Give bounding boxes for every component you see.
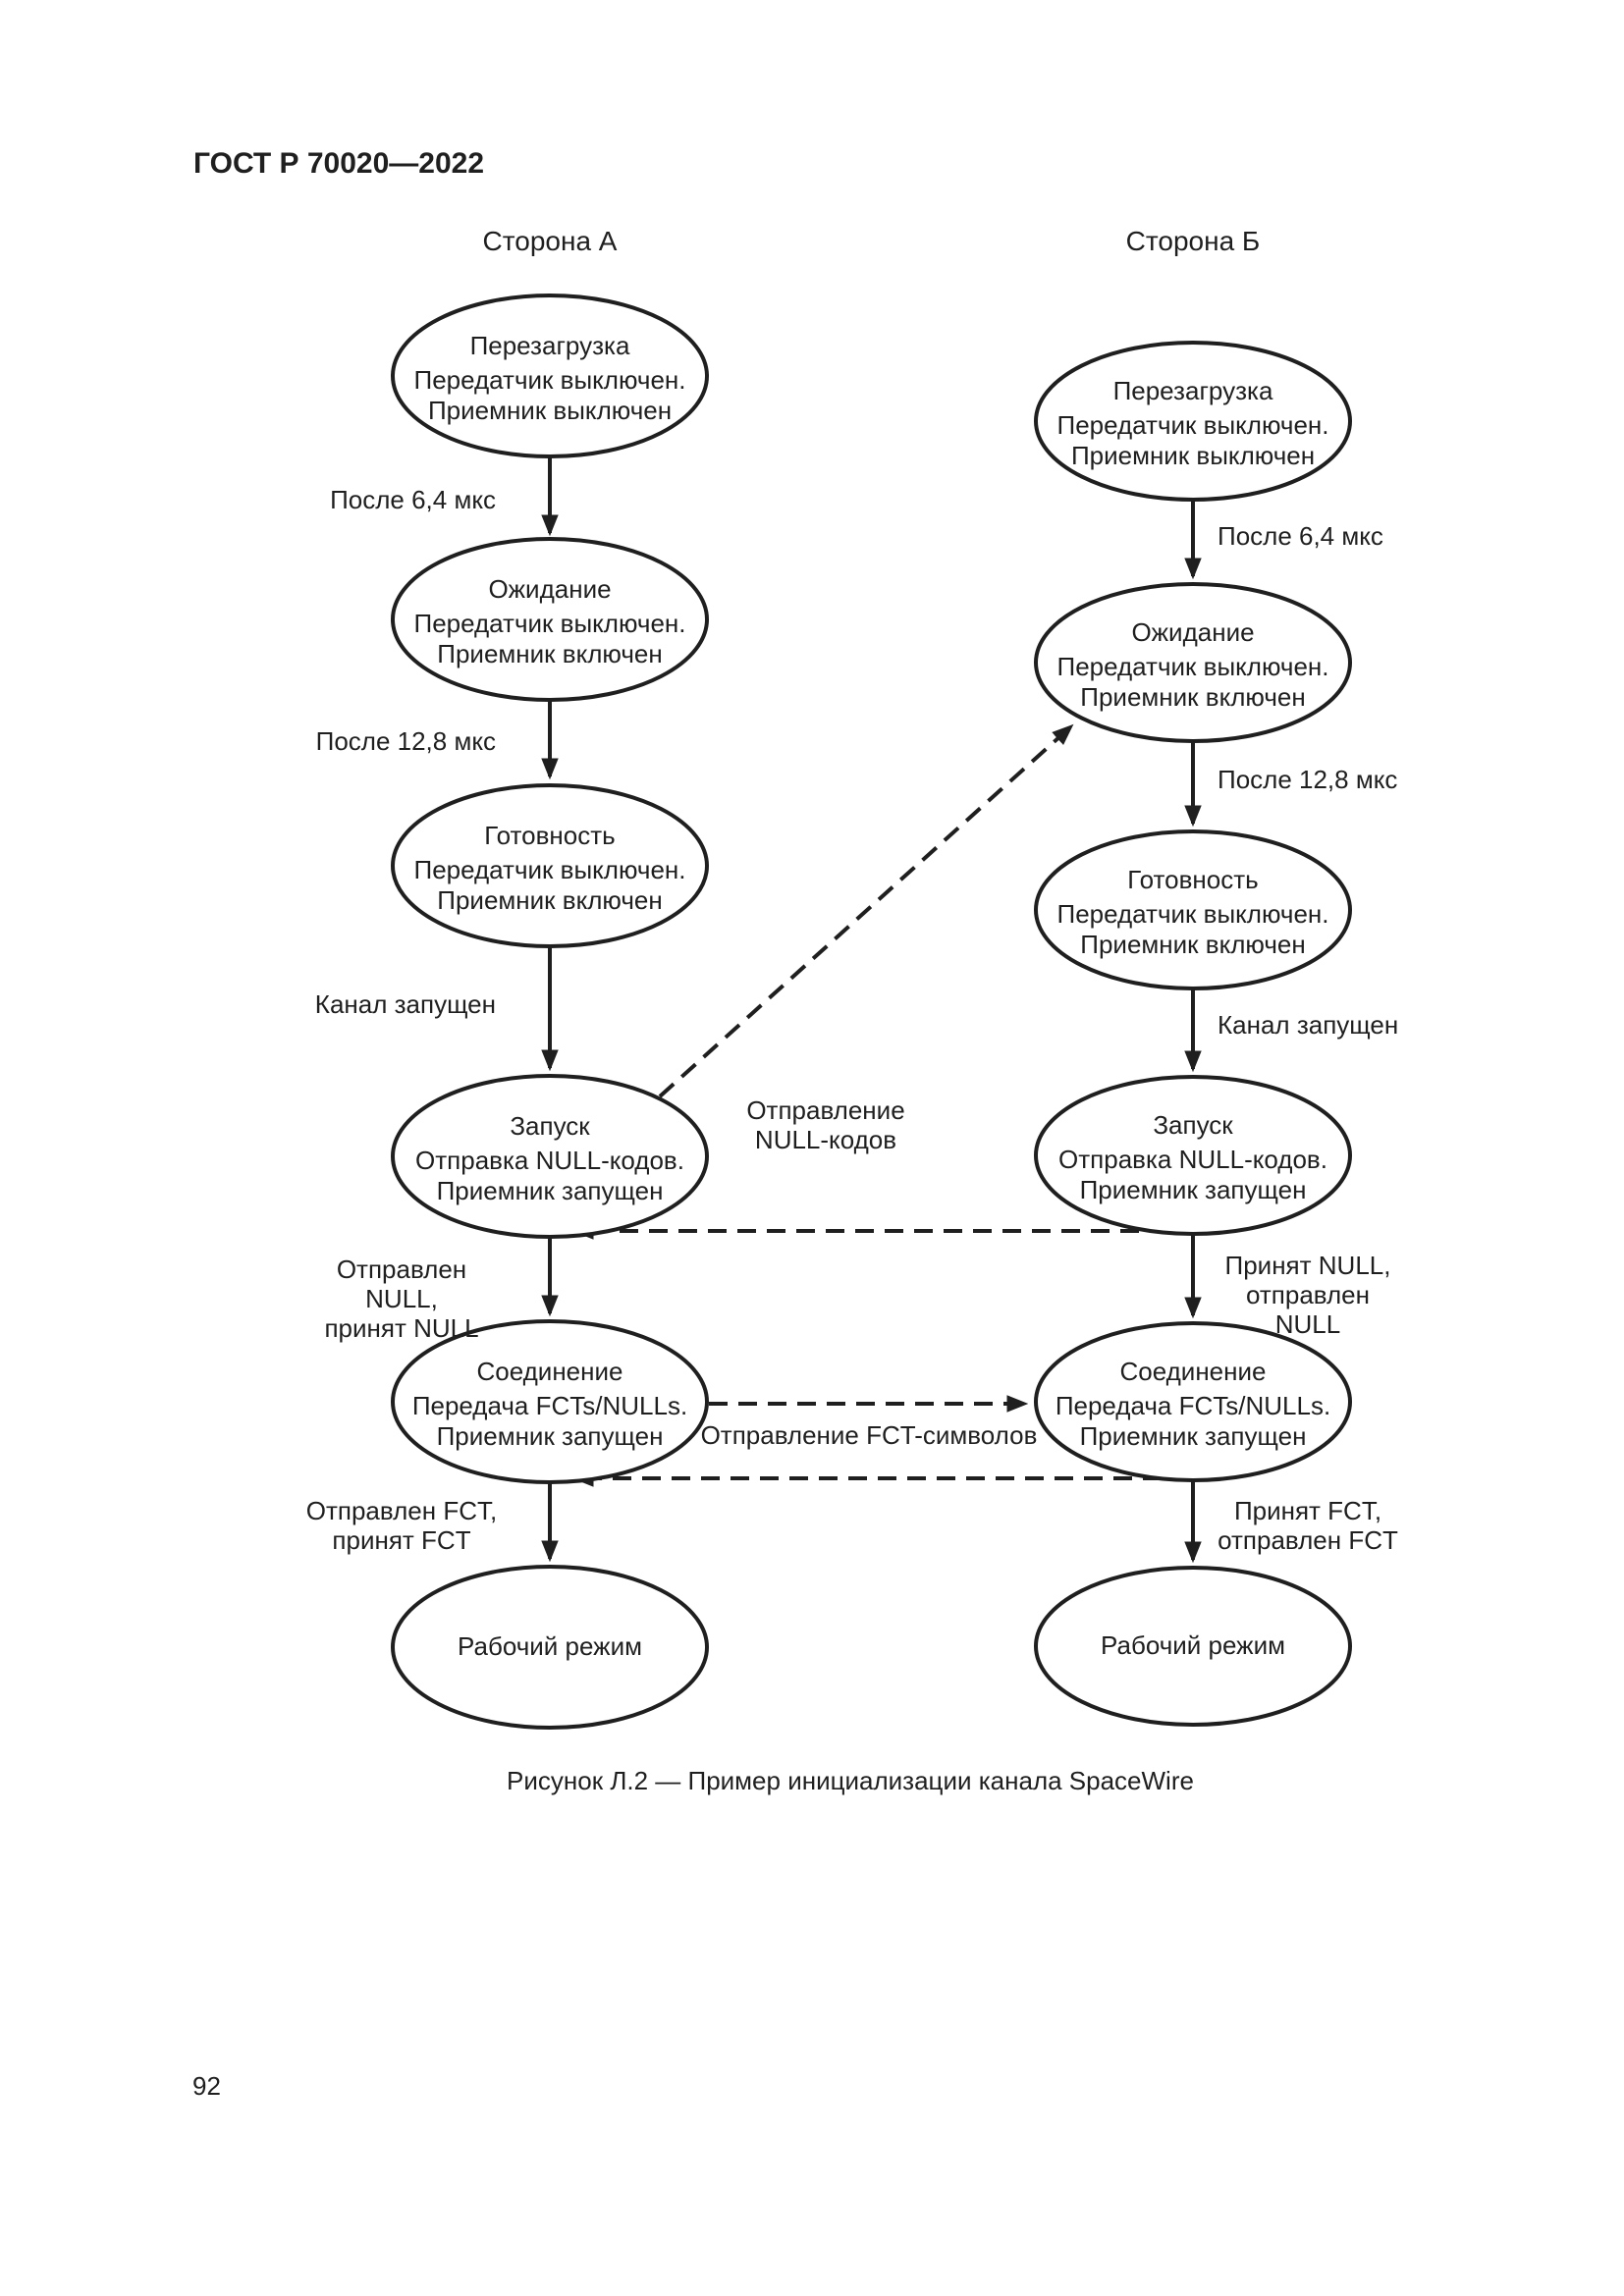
state-ellipse-b-started xyxy=(1034,1075,1352,1236)
state-title: Готовность xyxy=(1127,865,1259,894)
state-detail: Передатчик выключен. xyxy=(1056,410,1329,440)
state-detail: Приемник включен xyxy=(437,885,663,915)
transition-label-b-fct-exchange: Принят FCT, отправлен FCT xyxy=(1218,1496,1398,1555)
state-title: Ожидание xyxy=(488,574,612,604)
state-detail: Отправка NULL-кодов. xyxy=(415,1146,684,1175)
column-title-side-a: Сторона А xyxy=(482,226,618,256)
transition-label-b-null-exchange: Принят NULL, отправлен NULL xyxy=(1224,1251,1391,1339)
state-title: Ожидание xyxy=(1131,617,1255,647)
state-detail: Приемник включен xyxy=(437,639,663,668)
state-ellipse-b-reset xyxy=(1034,341,1352,502)
state-ellipse-a-reset xyxy=(391,294,709,458)
transition-label-a-link-started: Канал запущен xyxy=(314,989,496,1019)
state-ellipse-a-wait xyxy=(391,537,709,702)
state-a-started: Запуск Отправка NULL-кодов. Приемник зап… xyxy=(393,1111,707,1206)
document-code: ГОСТ Р 70020—2022 xyxy=(193,147,485,180)
state-ellipse-a-connecting xyxy=(391,1319,709,1484)
transition-label-a-after-12-8: После 12,8 мкс xyxy=(315,726,496,756)
state-b-wait: Ожидание Передатчик выключен. Приемник в… xyxy=(1036,617,1350,713)
state-detail: Приемник запущен xyxy=(1079,1421,1307,1451)
state-title: Соединение xyxy=(1119,1357,1267,1386)
state-detail: Передатчик выключен. xyxy=(1056,652,1329,681)
transition-label-a-after-6-4: После 6,4 мкс xyxy=(330,485,496,514)
state-title: Запуск xyxy=(1153,1110,1233,1140)
transition-label-b-link-started: Канал запущен xyxy=(1218,1010,1399,1040)
state-detail: Приемник выключен xyxy=(1070,441,1316,470)
state-title: Рабочий режим xyxy=(458,1631,642,1661)
state-b-reset: Перезагрузка Передатчик выключен. Приемн… xyxy=(1036,376,1350,471)
page-number: 92 xyxy=(192,2071,221,2101)
state-ellipse-b-connecting xyxy=(1034,1321,1352,1482)
exchange-label-null-codes: Отправление NULL-кодов xyxy=(746,1095,905,1154)
state-ellipse-b-ready xyxy=(1034,829,1352,990)
state-detail: Приемник запущен xyxy=(436,1421,664,1451)
state-detail: Передача FCTs/NULLs. xyxy=(1055,1391,1331,1420)
state-a-run: Рабочий режим xyxy=(393,1631,707,1662)
state-b-ready: Готовность Передатчик выключен. Приемник… xyxy=(1036,865,1350,960)
state-detail: Передатчик выключен. xyxy=(413,609,686,638)
state-detail: Приемник запущен xyxy=(436,1176,664,1205)
state-detail: Передача FCTs/NULLs. xyxy=(411,1391,688,1420)
transition-label-a-fct-exchange: Отправлен FCT, принят FCT xyxy=(305,1496,498,1555)
state-title: Перезагрузка xyxy=(1112,376,1273,405)
state-ellipse-a-ready xyxy=(391,783,709,948)
dashed-arrow-null-to-b-waiting xyxy=(658,723,1074,1098)
state-b-connecting: Соединение Передача FCTs/NULLs. Приемник… xyxy=(1036,1357,1350,1452)
state-detail: Передатчик выключен. xyxy=(413,855,686,884)
column-title-side-b: Сторона Б xyxy=(1125,226,1261,256)
state-detail: Приемник включен xyxy=(1080,682,1306,712)
figure-caption: Рисунок Л.2 — Пример инициализации канал… xyxy=(507,1766,1194,1795)
transition-label-b-after-6-4: После 6,4 мкс xyxy=(1218,521,1383,551)
state-a-reset: Перезагрузка Передатчик выключен. Приемн… xyxy=(393,331,707,426)
transition-label-b-after-12-8: После 12,8 мкс xyxy=(1218,765,1398,794)
state-b-run: Рабочий режим xyxy=(1036,1630,1350,1661)
state-title: Рабочий режим xyxy=(1101,1630,1285,1660)
state-a-connecting: Соединение Передача FCTs/NULLs. Приемник… xyxy=(393,1357,707,1452)
exchange-label-fct-symbols: Отправление FCT-символов xyxy=(700,1420,1038,1450)
state-ellipse-a-started xyxy=(391,1074,709,1239)
state-b-started: Запуск Отправка NULL-кодов. Приемник зап… xyxy=(1036,1110,1350,1205)
state-detail: Приемник запущен xyxy=(1079,1175,1307,1204)
state-title: Запуск xyxy=(510,1111,590,1141)
state-a-ready: Готовность Передатчик выключен. Приемник… xyxy=(393,821,707,916)
state-ellipse-b-run xyxy=(1034,1566,1352,1727)
state-detail: Приемник выключен xyxy=(427,396,673,425)
state-ellipse-a-run xyxy=(391,1565,709,1730)
state-title: Готовность xyxy=(484,821,616,850)
state-detail: Приемник включен xyxy=(1080,930,1306,959)
state-title: Перезагрузка xyxy=(469,331,630,360)
state-detail: Передатчик выключен. xyxy=(413,365,686,395)
state-a-wait: Ожидание Передатчик выключен. Приемник в… xyxy=(393,574,707,669)
state-detail: Отправка NULL-кодов. xyxy=(1058,1145,1327,1174)
state-detail: Передатчик выключен. xyxy=(1056,899,1329,929)
state-ellipse-b-wait xyxy=(1034,582,1352,743)
state-title: Соединение xyxy=(476,1357,623,1386)
transition-label-a-null-exchange: Отправлен NULL, принят NULL xyxy=(324,1255,479,1343)
